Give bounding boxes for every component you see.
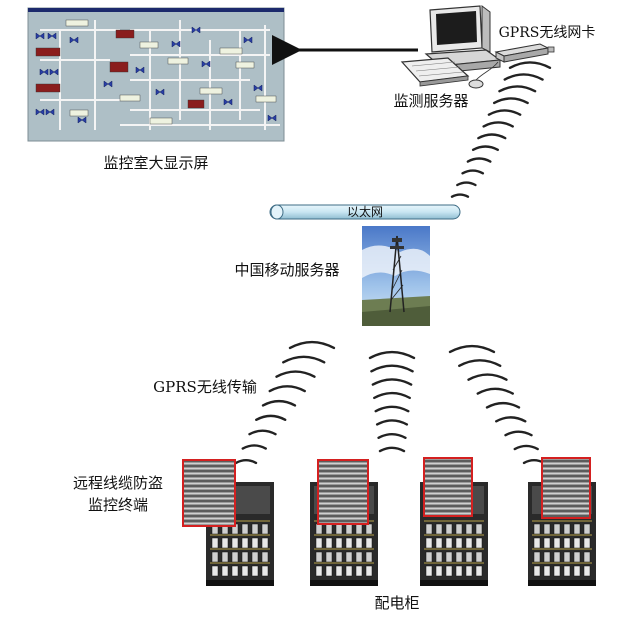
wireless-signal-icon — [450, 61, 552, 198]
terminal-label-line1: 远程线缆防盗 — [73, 474, 163, 492]
desktop-computer-icon — [400, 5, 502, 89]
scada-schematic — [35, 19, 280, 130]
anti-theft-terminal — [182, 459, 236, 527]
anti-theft-terminal — [317, 459, 369, 525]
ethernet-bus — [269, 204, 461, 220]
control-room-screen — [27, 7, 285, 142]
wireless-signal-icon — [234, 340, 546, 465]
distribution-cabinets — [182, 457, 596, 586]
cell-tower-icon — [362, 226, 430, 326]
distribution-cabinet-icon — [206, 482, 274, 586]
usb-modem-icon — [494, 43, 555, 63]
cabinet-label: 配电柜 — [374, 594, 419, 612]
gprs-transmission-label: GPRS无线传输 — [153, 378, 257, 396]
control-room-screen-label: 监控室大显示屏 — [103, 154, 208, 172]
anti-theft-terminal — [541, 457, 591, 519]
china-mobile-server-label: 中国移动服务器 — [234, 261, 339, 279]
ethernet-label: 以太网 — [347, 204, 383, 219]
monitoring-server-label: 监测服务器 — [393, 92, 468, 110]
anti-theft-terminal — [423, 457, 473, 517]
gprs-card-label: GPRS无线网卡 — [499, 25, 596, 41]
terminal-label-line2: 监控终端 — [88, 496, 148, 514]
